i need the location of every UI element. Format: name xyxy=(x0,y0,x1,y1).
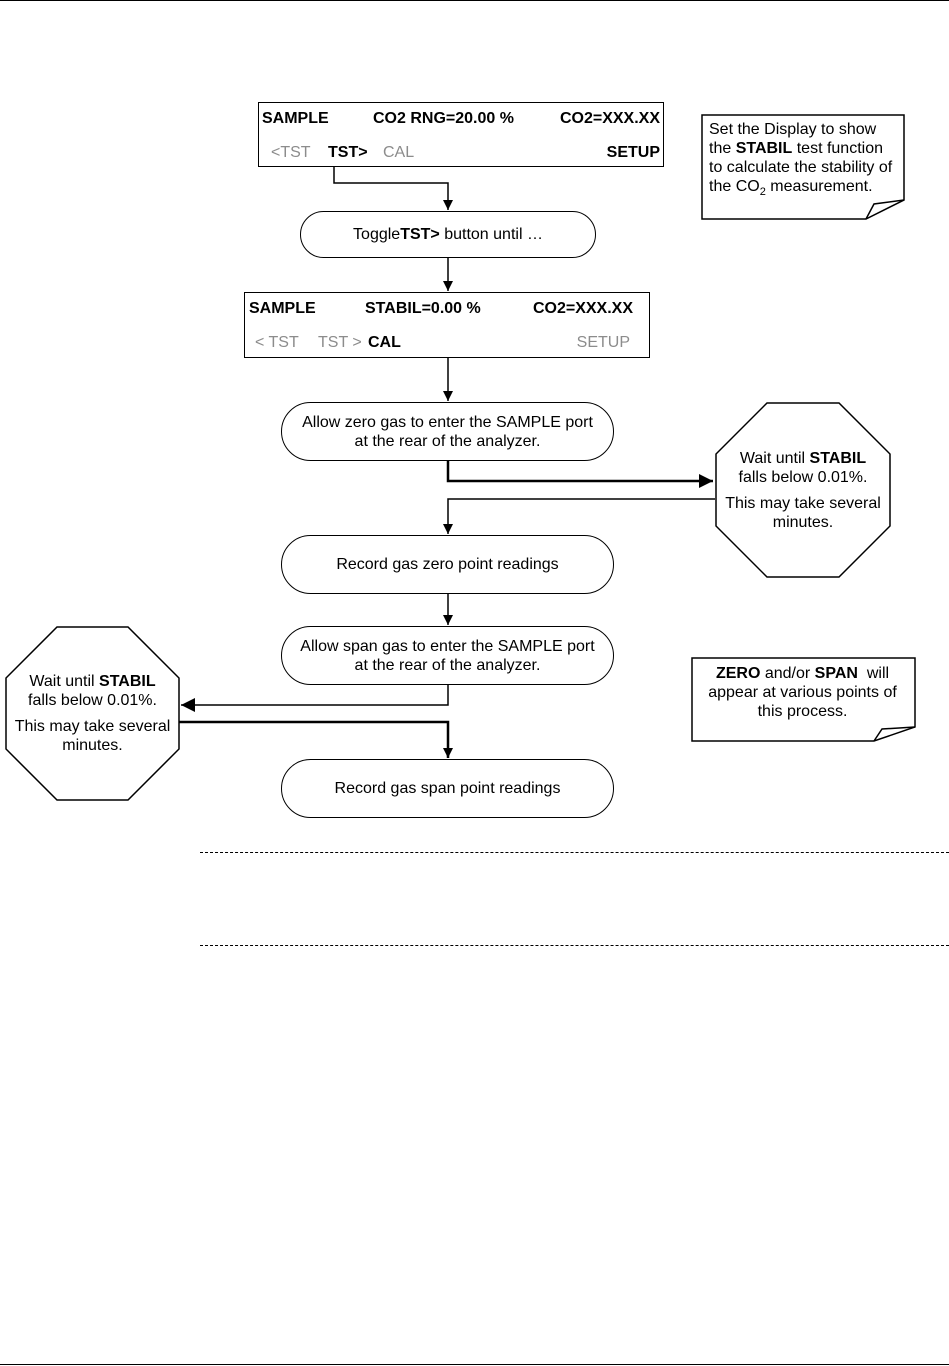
screen2-btn-cal[interactable]: CAL xyxy=(368,334,401,351)
note-stabil: Set the Display to show the STABIL test … xyxy=(702,115,904,219)
note2-line1: ZERO and/or SPAN will xyxy=(715,665,890,682)
screen1-btn-cal[interactable]: CAL xyxy=(383,144,415,161)
bottom-rule xyxy=(0,1364,949,1365)
wait-octagon-zero-shape xyxy=(715,402,891,578)
screen2-btn-setup[interactable]: SETUP xyxy=(576,334,630,351)
screen1-btn-setup[interactable]: SETUP xyxy=(606,144,660,161)
note2-line2: appear at various points of xyxy=(708,684,897,701)
note-box-zero-span-fold xyxy=(873,726,916,742)
step-allow-zero-gas: Allow zero gas to enter the SAMPLE port … xyxy=(281,402,614,461)
screen1-reading: CO2=XXX.XX xyxy=(559,110,660,127)
top-rule xyxy=(0,0,949,1)
screen1-btn-prev-tst[interactable]: <TST xyxy=(271,144,311,161)
note-box-zero-span-shape xyxy=(691,657,916,742)
connector-zerogas-wait xyxy=(446,461,713,488)
screen2-reading: CO2=XXX.XX xyxy=(532,300,633,317)
note1-line2: the STABIL test function xyxy=(709,140,883,157)
note1-line1: Set the Display to show xyxy=(709,121,877,138)
connector-spangas-wait xyxy=(181,685,449,712)
screen2-mode: SAMPLE xyxy=(249,300,316,317)
step-allow-span-gas: Allow span gas to enter the SAMPLE port … xyxy=(281,626,614,685)
step-record-zero: Record gas zero point readings xyxy=(281,535,614,594)
screen2-btn-prev-tst[interactable]: < TST xyxy=(255,334,299,351)
screen2-btn-next-tst[interactable]: TST > xyxy=(318,334,362,351)
note2-line3: this process. xyxy=(757,703,848,720)
note1-line3: to calculate the stability of xyxy=(709,159,893,176)
screen1-param: CO2 RNG=20.00 % xyxy=(373,110,514,127)
note-zero-span: ZERO and/or SPAN will appear at various … xyxy=(692,658,915,741)
display-screen-stabil: SAMPLE STABIL=0.00 % CO2=XXX.XX < TST TS… xyxy=(244,292,650,358)
dashed-rule-top xyxy=(200,852,949,853)
screen1-mode: SAMPLE xyxy=(262,110,329,127)
note-box-stabil-fold xyxy=(865,199,905,220)
connector-screen1-toggle xyxy=(333,160,453,210)
note1-line4: the CO2 measurement. xyxy=(709,178,873,199)
step-toggle-tst: Toggle TST> button until … xyxy=(300,211,596,258)
note-box-stabil-shape xyxy=(701,114,905,220)
step-record-span: Record gas span point readings xyxy=(281,759,614,818)
display-screen-tst: SAMPLE CO2 RNG=20.00 % CO2=XXX.XX <TST T… xyxy=(258,102,664,167)
screen2-param: STABIL=0.00 % xyxy=(365,300,481,317)
dashed-rule-bottom xyxy=(200,945,949,946)
screen1-btn-next-tst[interactable]: TST> xyxy=(328,144,368,161)
wait-octagon-span-shape xyxy=(5,626,180,801)
connector-wait-recordspan xyxy=(178,720,453,758)
connector-wait-recordzero xyxy=(443,498,715,534)
